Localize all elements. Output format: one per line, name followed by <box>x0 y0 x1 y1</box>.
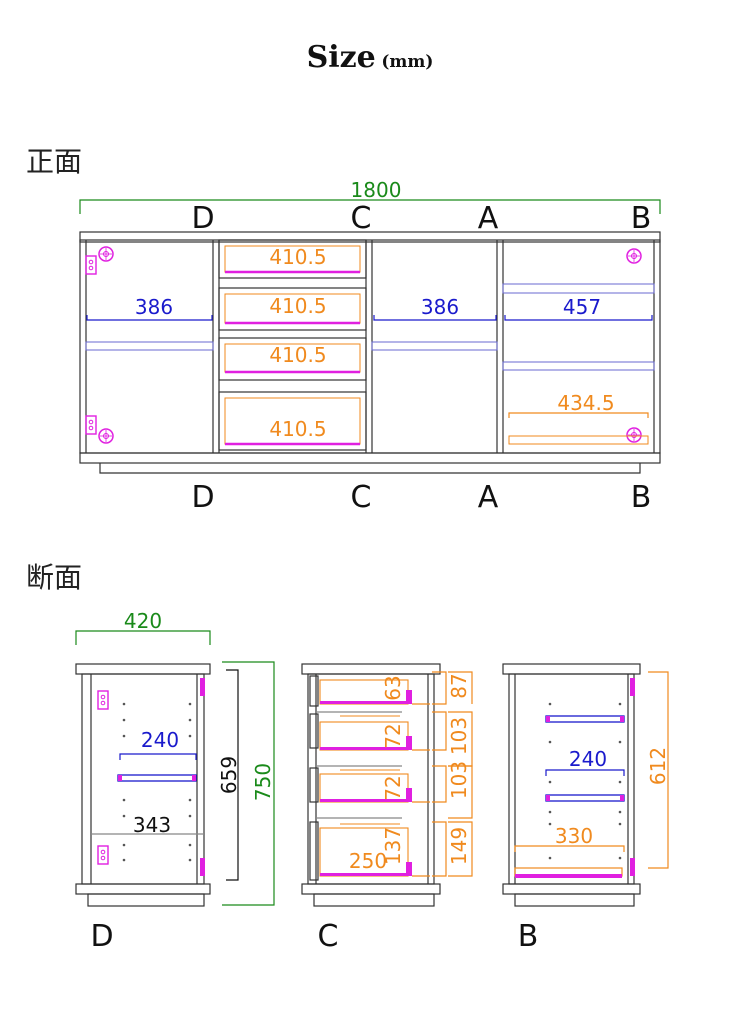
drawer-height-3: 72 <box>381 775 405 800</box>
section-d-total-height: 750 <box>251 763 275 801</box>
drawer-stack: 410.5 410.5 410.5 410.5 <box>218 239 367 451</box>
marker-top-a: A <box>478 201 499 236</box>
drawer: 410.5 <box>218 239 367 279</box>
drawer: 410.5 <box>218 391 367 451</box>
drawer-pitch-4: 149 <box>447 827 471 865</box>
drawer-width-4: 410.5 <box>269 417 326 441</box>
drawer-height-1: 63 <box>381 675 405 700</box>
shelf-a-width: 386 <box>421 295 459 319</box>
page-title: Size (mm) <box>0 40 740 75</box>
section-b-height: 612 <box>646 747 670 785</box>
marker-bottom-c: C <box>351 480 372 515</box>
shelf-b-bottom-width: 434.5 <box>557 391 614 415</box>
section-b-label: B <box>518 919 539 954</box>
shelf-b-width: 457 <box>563 295 601 319</box>
section-d-shelf: 240 <box>141 728 179 752</box>
section-b: 240 330 612 B <box>502 663 670 954</box>
drawer-pitch-1: 87 <box>447 673 471 698</box>
title-main: Size <box>306 40 376 75</box>
section-c: 63 72 72 137 87 103 103 149 250 C <box>301 663 473 954</box>
drawer-width-2: 410.5 <box>269 294 326 318</box>
section-b-shelf: 240 <box>569 747 607 771</box>
shelf-a: 386 <box>371 295 498 351</box>
marker-bottom-b: B <box>631 480 652 515</box>
cabinet-front <box>79 231 661 474</box>
section-markers-top: D C A B <box>191 201 651 236</box>
marker-top-d: D <box>191 201 214 236</box>
shelf-d: 386 <box>85 295 214 351</box>
section-d-depth: 420 <box>124 609 162 633</box>
drawer-height-4: 137 <box>381 827 405 865</box>
drawer: 410.5 <box>218 287 367 331</box>
drawer: 410.5 <box>218 337 367 381</box>
shelf-b-bottom: 434.5 <box>508 391 649 445</box>
marker-bottom-a: A <box>478 480 499 515</box>
title-unit: (mm) <box>381 52 434 72</box>
overall-width-label: 1800 <box>351 178 402 202</box>
marker-top-c: C <box>351 201 372 236</box>
drawer-width-3: 410.5 <box>269 343 326 367</box>
drawer-height-2: 72 <box>381 723 405 748</box>
section-d: 420 <box>75 609 275 954</box>
drawer-depth: 250 <box>349 849 387 873</box>
marker-top-b: B <box>631 201 652 236</box>
shelf-b: 457 <box>502 283 655 371</box>
marker-bottom-d: D <box>191 480 214 515</box>
drawer-width-1: 410.5 <box>269 245 326 269</box>
section-c-label: C <box>318 919 339 954</box>
cross-section-heading: 断面 <box>26 561 83 594</box>
section-d-inner-height: 659 <box>217 756 241 794</box>
shelf-d-width: 386 <box>135 295 173 319</box>
drawer-pitch-2: 103 <box>447 717 471 755</box>
section-markers-bottom: D C A B <box>191 480 651 515</box>
section-d-label: D <box>90 919 113 954</box>
drawer-pitch-3: 103 <box>447 761 471 799</box>
hinge-icon <box>97 690 109 865</box>
hinge-icon <box>85 246 114 444</box>
overall-width-dimension: 1800 <box>79 178 661 214</box>
section-d-inner-depth: 343 <box>133 813 171 837</box>
front-view-heading: 正面 <box>26 145 83 178</box>
section-b-bottom-depth: 330 <box>555 824 593 848</box>
